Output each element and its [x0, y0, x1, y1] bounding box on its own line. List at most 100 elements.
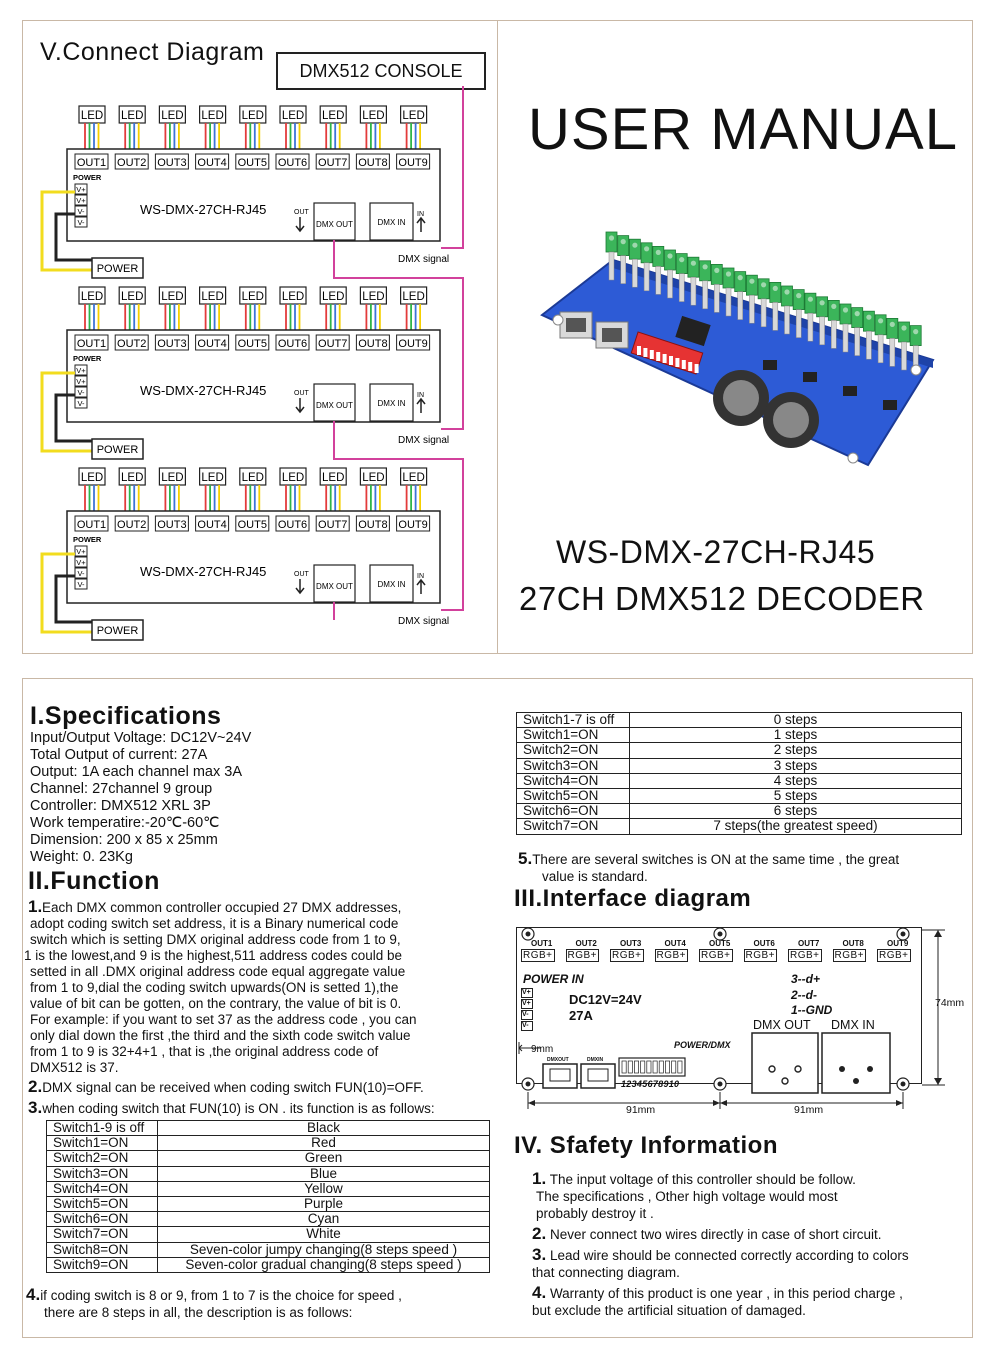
resistor	[877, 334, 884, 364]
rgb-terminal: RGB+	[743, 949, 778, 962]
dip-key	[652, 1060, 658, 1074]
resistor	[737, 291, 743, 320]
switch-cell: Switch2=ON	[516, 742, 630, 759]
resistor	[866, 330, 872, 360]
safety-heading: IV. Sfafety Information	[514, 1132, 778, 1159]
spec-line: Controller: DMX512 XRL 3P	[30, 798, 211, 814]
led-label: LED	[322, 110, 344, 122]
terminal-block	[886, 318, 899, 339]
out-arrow-label: OUT	[294, 390, 310, 397]
item-number: 1.	[532, 1169, 547, 1188]
terminal-screw	[644, 246, 650, 252]
function-cell: Blue	[157, 1165, 490, 1182]
power-supply-label: POWER	[97, 444, 139, 456]
dip-key	[662, 354, 667, 363]
power-pin-label: V-	[77, 399, 85, 408]
led-label: LED	[242, 110, 264, 122]
terminal-block	[839, 303, 852, 325]
interface-out-label: OUT1	[531, 939, 553, 948]
terminal-block	[664, 249, 676, 271]
out-arrow-label: OUT	[294, 209, 310, 216]
power-pin-label: V-	[77, 218, 85, 227]
resistor	[807, 312, 814, 342]
terminal-block	[640, 242, 653, 264]
switch-cell: Switch1-7 is off	[516, 711, 630, 729]
dim-91mm-left: 91mm	[626, 1104, 656, 1116]
dip-key	[658, 1060, 664, 1074]
dmx-in-port	[369, 383, 414, 422]
fn-line: from 1 to 9 is 32+4+1 , that is ,the ori…	[30, 1044, 379, 1059]
switch-cell: Switch7=ON	[46, 1226, 158, 1243]
resistor	[632, 258, 638, 288]
out-label: OUT5	[238, 338, 267, 350]
power-pin-label: V-	[77, 580, 85, 589]
product-board-illustration	[540, 231, 935, 467]
rgb-terminal: RGB+	[654, 949, 689, 962]
led-label: LED	[201, 110, 223, 122]
power-pin-label: V-	[77, 207, 85, 216]
up-arrow-icon	[416, 578, 426, 594]
function-cell: 6 steps	[629, 803, 962, 820]
led-label: LED	[242, 291, 264, 303]
power-supply-box	[91, 438, 144, 460]
safety-line: The input voltage of this controller sho…	[546, 1172, 856, 1187]
resistor	[643, 262, 650, 292]
led-label: LED	[402, 110, 424, 122]
led-label: LED	[121, 472, 143, 484]
terminal-block	[792, 289, 805, 310]
dip-key	[675, 358, 680, 367]
dmx-in-port	[369, 202, 414, 241]
safety-line: but exclude the artificial situation of …	[532, 1303, 806, 1318]
rgb-terminal: RGB+	[699, 949, 733, 962]
controller-model: WS-DMX-27CH-RJ45	[140, 202, 266, 217]
dmx-out-port	[313, 202, 356, 241]
led-label: LED	[121, 110, 143, 122]
terminal-block	[675, 253, 688, 274]
dmx512-console-box: DMX512 CONSOLE	[276, 52, 486, 90]
resistor	[901, 341, 907, 371]
dmx-in-label: DMX IN	[831, 1018, 875, 1032]
interface-out-label: OUT8	[842, 939, 864, 948]
function-item-2: 2.DMX signal can be received when coding…	[28, 1077, 424, 1097]
led-label: LED	[282, 291, 304, 303]
fn-line: setted in all .DMX original address code…	[30, 964, 406, 979]
power-pin-label: V+	[76, 377, 86, 386]
power-label: POWER	[73, 535, 102, 544]
terminal-screw	[772, 285, 778, 291]
function-cell: Seven-color gradual changing(8 steps spe…	[157, 1256, 490, 1273]
power-label: POWER	[73, 354, 102, 363]
function-cell: Seven-color jumpy changing(8 steps speed…	[157, 1241, 490, 1258]
spec-line: Total Output of current: 27A	[30, 747, 208, 763]
dip-key	[634, 1060, 639, 1074]
fn-line: there are 8 steps in all, the descriptio…	[44, 1305, 353, 1320]
function-cell: 7 steps(the greatest speed)	[629, 818, 962, 835]
dmx-in-label: DMX IN	[378, 580, 406, 589]
terminal-block	[874, 314, 887, 336]
dmx-out-label: DMX OUT	[753, 1018, 811, 1032]
switch-cell: Switch1=ON	[46, 1135, 158, 1152]
power-pin-label: V+	[76, 185, 86, 194]
item-number: 4.	[26, 1285, 41, 1304]
pin-label-2: 2--d-	[791, 988, 817, 1002]
spec-line: Channel: 27channel 9 group	[30, 781, 213, 797]
rj45-out-label: DMXOUT	[547, 1057, 569, 1063]
terminal-block	[909, 325, 922, 346]
switch-cell: Switch5=ON	[516, 787, 630, 805]
safety-line: Never connect two wires directly in case…	[546, 1227, 882, 1242]
pin-label-1: 1--GND	[791, 1003, 833, 1017]
terminal-screw	[655, 249, 661, 255]
item-number: 4.	[532, 1283, 547, 1302]
switch-cell: Switch6=ON	[46, 1211, 158, 1228]
fn-line: DMX signal can be received when coding s…	[42, 1080, 424, 1095]
terminal-block	[687, 256, 700, 278]
dmx-in-label: DMX IN	[378, 399, 406, 408]
safety-line: The specifications , Other high voltage …	[536, 1189, 838, 1204]
power-pin-label: V+	[76, 547, 86, 556]
dip-key	[669, 356, 673, 365]
